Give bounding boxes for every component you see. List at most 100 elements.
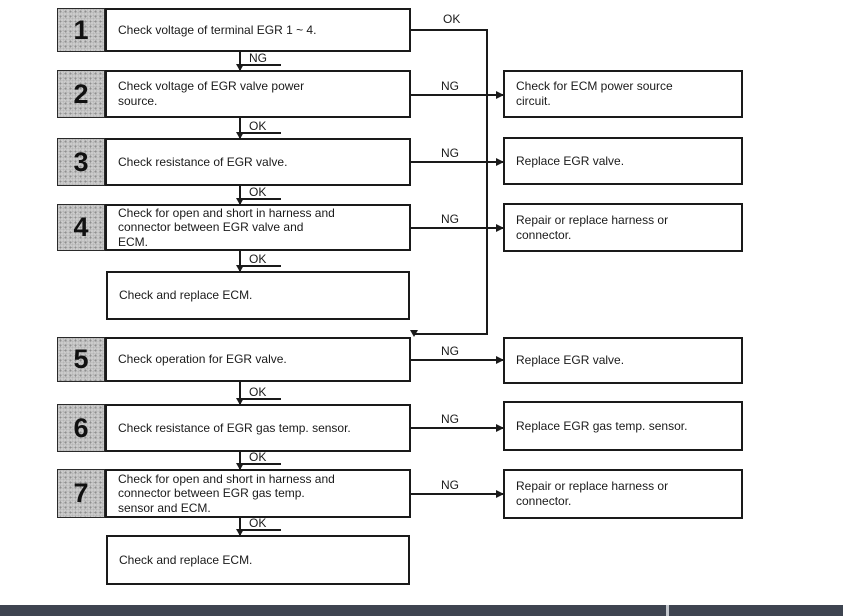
arrow-down-icon [236,132,244,139]
connector-step6-result5: NG [411,413,504,432]
connector-line [239,452,241,469]
ok-branch-line-return [413,333,488,335]
step-7-text: Check for open and short in harness and … [118,471,335,515]
step-4-row: 4 Check for open and short in harness an… [57,204,411,251]
step-1-text: Check voltage of terminal EGR 1 ~ 4. [118,22,317,37]
connector-step5-result4: NG [411,345,504,364]
ok-branch-label: OK [443,12,461,26]
step-4-number-tile: 4 [57,204,105,251]
result-1-text: Check for ECM power source circuit. [516,79,673,108]
connector-line [411,94,503,96]
connector-label-ok: OK [249,185,267,199]
step-3-number: 3 [73,146,89,177]
ok-branch-line-vertical [486,29,488,335]
connector-label-ng: NG [441,146,459,160]
arrow-down-icon [236,198,244,205]
step-3-number-tile: 3 [57,138,105,186]
connector-label-ng: NG [441,212,459,226]
step-5-text-box: Check operation for EGR valve. [105,337,411,382]
page-footer-bar [0,605,843,616]
connector-step6-step7: OK [236,450,301,470]
result-box-repair-harness-1: Repair or replace harness or connector. [503,203,743,252]
arrow-down-icon [236,463,244,470]
connector-label-ok: OK [249,385,267,399]
connector-label-ng: NG [441,478,459,492]
step-4-text: Check for open and short in harness and … [118,205,335,249]
step-1-number: 1 [73,14,89,45]
connector-step5-step6: OK [236,382,301,405]
step-3-text-box: Check resistance of EGR valve. [105,138,411,186]
step-1-row: 1 Check voltage of terminal EGR 1 ~ 4. [57,8,411,52]
connector-line [411,359,503,361]
result-box-replace-egr-valve-2: Replace EGR valve. [503,337,743,384]
step-6-text-box: Check resistance of EGR gas temp. sensor… [105,404,411,452]
connector-label-ok: OK [249,119,267,133]
step-1-number-tile: 1 [57,8,105,52]
connector-step4-result3: NG [411,213,504,232]
step-2-number: 2 [73,78,89,109]
result-4-text: Replace EGR valve. [516,353,625,367]
result-2-text: Replace EGR valve. [516,153,625,168]
connector-line [239,118,241,138]
label-tick [241,132,281,134]
label-tick [241,265,281,267]
connector-label-ok: OK [249,450,267,464]
connector-line [239,382,241,404]
result-box-repair-harness-2: Repair or replace harness or connector. [503,469,743,519]
step-5-number-tile: 5 [57,337,105,382]
terminal-check-replace-ecm-2: Check and replace ECM. [106,535,410,585]
footer-bar-divider [666,605,669,616]
label-tick [241,463,281,465]
arrow-down-icon [236,64,244,71]
result-5-text: Replace EGR gas temp. sensor. [516,418,688,433]
arrow-down-icon [236,265,244,272]
arrow-down-icon [236,529,244,536]
step-2-text-box: Check voltage of EGR valve power source. [105,70,411,118]
connector-label-ng: NG [441,412,459,426]
connector-line [411,161,503,163]
result-6-text: Repair or replace harness or connector. [516,479,669,508]
step-2-text: Check voltage of EGR valve power source. [118,79,305,108]
arrow-right-icon [496,158,504,166]
result-box-replace-gas-temp-sensor: Replace EGR gas temp. sensor. [503,401,743,451]
result-box-ecm-power-source: Check for ECM power source circuit. [503,70,743,118]
terminal-2-text: Check and replace ECM. [119,552,253,567]
connector-label-ng: NG [249,51,267,65]
step-6-number: 6 [73,412,89,443]
arrow-down-icon [236,398,244,405]
connector-step3-result2: NG [411,147,504,166]
connector-line [239,251,241,271]
connector-label-ng: NG [441,344,459,358]
connector-label-ok: OK [249,252,267,266]
step-6-number-tile: 6 [57,404,105,452]
step-3-text: Check resistance of EGR valve. [118,154,288,169]
connector-label-ok: OK [249,516,267,530]
terminal-1-text: Check and replace ECM. [119,288,253,303]
connector-label-ng: NG [441,79,459,93]
step-6-text: Check resistance of EGR gas temp. sensor… [118,420,351,435]
connector-line [239,186,241,204]
connector-step1-step2: NG [236,51,301,71]
step-6-row: 6 Check resistance of EGR gas temp. sens… [57,404,411,452]
connector-line [411,427,503,429]
arrow-right-icon [496,490,504,498]
label-tick [241,64,281,66]
connector-line [239,518,241,535]
ok-branch-line-top [411,29,488,31]
connector-step7-result6: NG [411,479,504,498]
step-5-row: 5 Check operation for EGR valve. [57,337,411,382]
connector-line [411,227,503,229]
ok-branch-arrow-down-icon [410,330,418,337]
step-2-number-tile: 2 [57,70,105,118]
arrow-right-icon [496,224,504,232]
step-5-number: 5 [73,344,89,374]
step-1-text-box: Check voltage of terminal EGR 1 ~ 4. [105,8,411,52]
label-tick [241,398,281,400]
step-7-number-tile: 7 [57,469,105,518]
connector-step4-ecm1: OK [236,251,301,272]
label-tick [241,529,281,531]
connector-step3-step4: OK [236,185,301,205]
connector-line [411,493,503,495]
result-box-replace-egr-valve-1: Replace EGR valve. [503,137,743,185]
